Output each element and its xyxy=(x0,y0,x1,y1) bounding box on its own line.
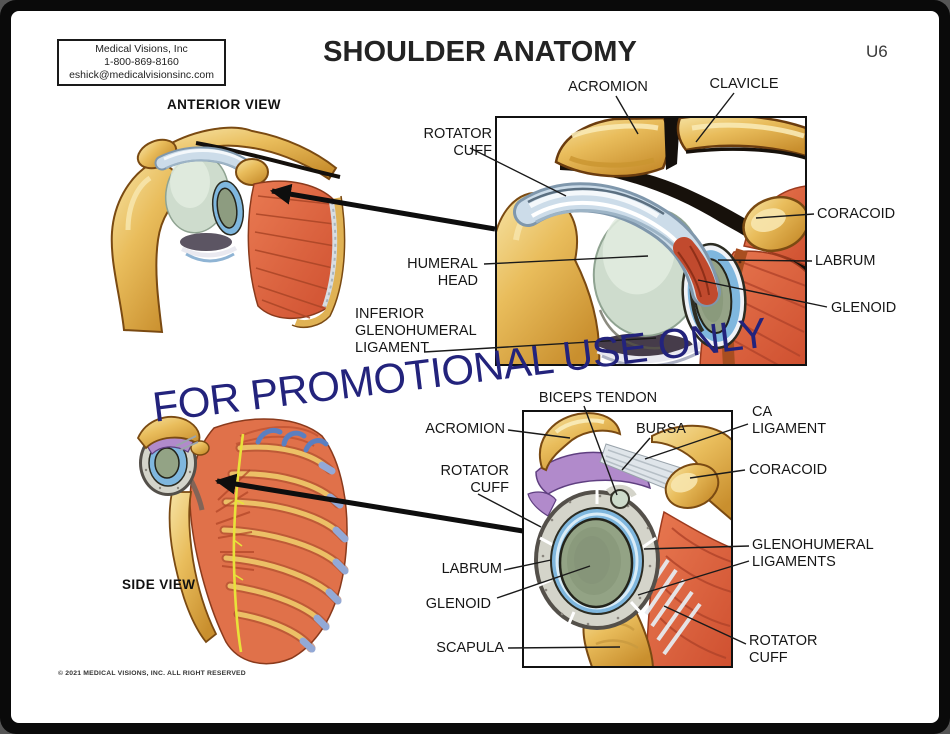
label-humeral-head: HUMERAL HEAD xyxy=(407,256,478,289)
side-inset-illustration xyxy=(523,411,732,667)
label-glenoid-anterior: GLENOID xyxy=(831,300,897,316)
label-inferior-glenohumeral-ligament: INFERIOR GLENOHUMERAL LIGAMENT xyxy=(355,306,477,356)
publisher-email: eshick@medicalvisionsinc.com xyxy=(69,69,214,81)
publisher-company: Medical Visions, Inc xyxy=(95,43,188,55)
callout-arrow-anterior xyxy=(269,183,496,232)
label-glenohumeral-ligaments: GLENOHUMERAL LIGAMENTS xyxy=(752,537,874,570)
leader-lines xyxy=(423,92,828,649)
page-title: SHOULDER ANATOMY xyxy=(323,36,637,68)
label-scapula: SCAPULA xyxy=(436,640,504,656)
label-rotator-cuff-side-lower: ROTATOR CUFF xyxy=(749,633,818,666)
anterior-inset-border xyxy=(495,116,807,366)
label-acromion-side: ACROMION xyxy=(425,421,505,437)
label-bursa: BURSA xyxy=(636,421,686,437)
anterior-view-heading: ANTERIOR VIEW xyxy=(167,97,281,112)
anterior-inset-illustration xyxy=(496,117,806,365)
label-coracoid-anterior: CORACOID xyxy=(817,206,896,222)
label-biceps-tendon: BICEPS TENDON xyxy=(538,390,658,406)
side-view-illustration xyxy=(136,416,349,665)
publisher-contact-box: Medical Visions, Inc 1-800-869-8160 eshi… xyxy=(57,39,226,86)
label-rotator-cuff-side-upper: ROTATOR CUFF xyxy=(440,463,509,496)
callout-arrow-side xyxy=(214,473,524,534)
label-coracoid-side: CORACOID xyxy=(749,462,828,478)
label-rotator-cuff-anterior: ROTATOR CUFF xyxy=(423,126,492,159)
label-ca-ligament: CA LIGAMENT xyxy=(752,404,827,437)
publisher-phone: 1-800-869-8160 xyxy=(104,56,179,68)
label-clavicle: CLAVICLE xyxy=(709,76,779,92)
label-labrum-anterior: LABRUM xyxy=(815,253,876,269)
label-glenoid-side: GLENOID xyxy=(425,596,491,612)
label-acromion-anterior: ACROMION xyxy=(568,79,648,95)
copyright-notice: © 2021 MEDICAL VISIONS, INC. ALL RIGHT R… xyxy=(58,670,246,677)
side-view-heading: SIDE VIEW xyxy=(122,577,196,592)
label-labrum-side: LABRUM xyxy=(441,561,502,577)
anterior-view-illustration xyxy=(110,126,346,334)
catalog-code: U6 xyxy=(866,42,888,61)
side-inset-border xyxy=(522,410,733,668)
